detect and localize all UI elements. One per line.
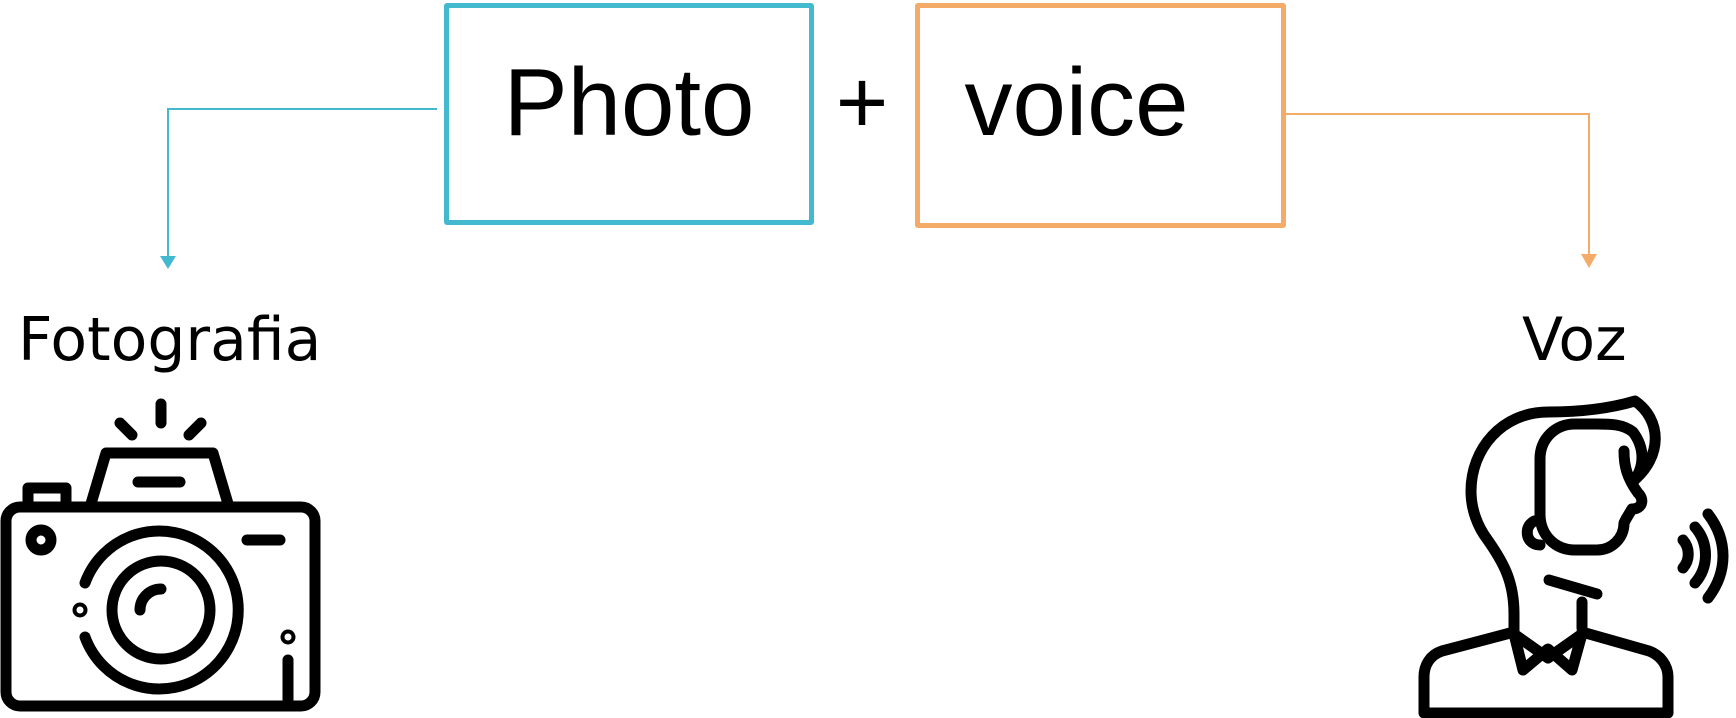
plus-operator: + (835, 53, 889, 153)
fotografia-label: Fotografia (18, 305, 322, 375)
speaking-person-icon (1418, 395, 1729, 718)
arrow-photo-to-fotografia (167, 108, 437, 258)
photo-text: Photo (503, 49, 755, 156)
voice-text: voice (964, 48, 1189, 156)
arrowhead-right (1581, 254, 1597, 268)
camera-icon (0, 398, 321, 712)
voz-label: Voz (1522, 305, 1627, 375)
arrowhead-left (160, 256, 176, 269)
arrow-voice-to-voz (1286, 113, 1590, 255)
voice-box: voice (915, 3, 1286, 228)
photo-box: Photo (444, 3, 814, 225)
